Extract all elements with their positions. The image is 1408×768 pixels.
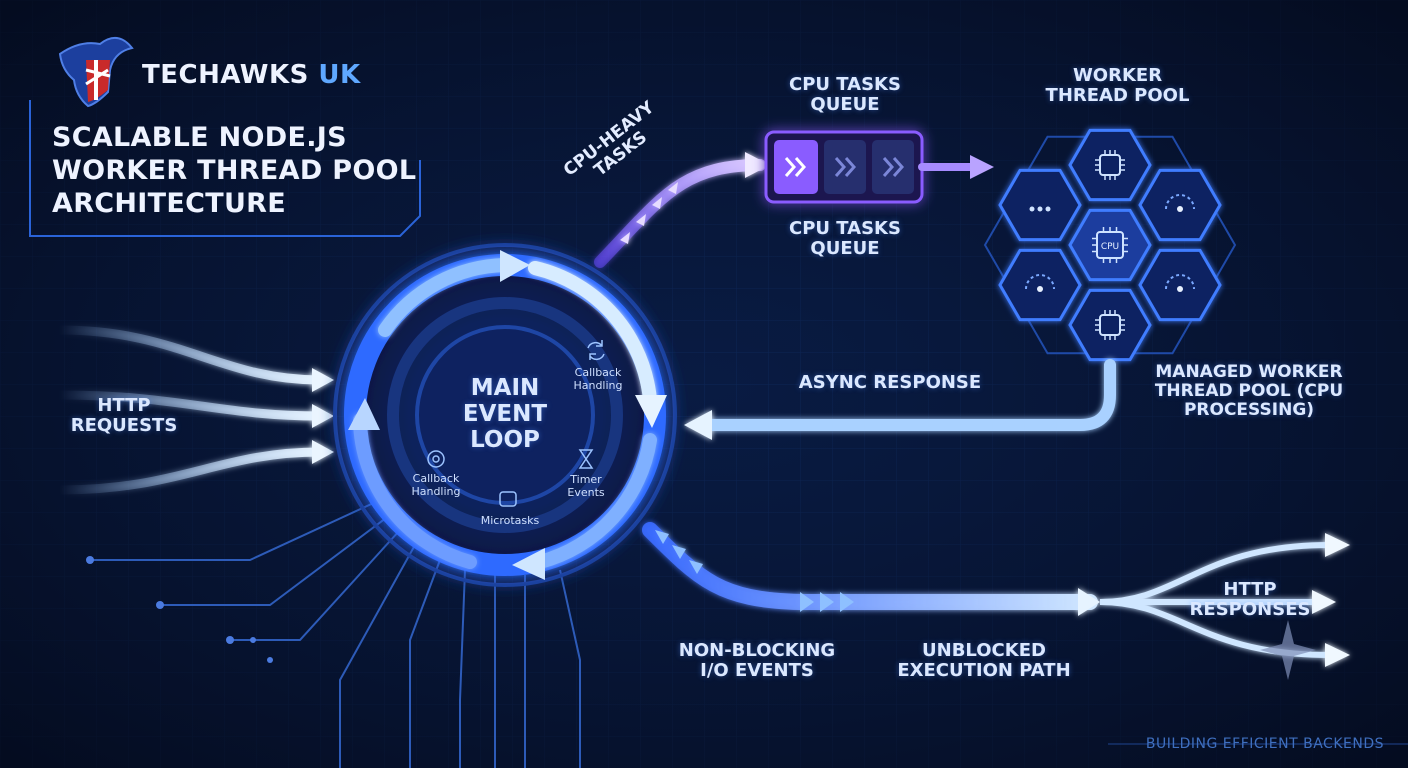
gear-icon — [427, 450, 445, 468]
hawk-logo-icon — [58, 37, 134, 108]
sparkle-icon — [1260, 620, 1316, 680]
page-title: SCALABLE NODE.JS WORKER THREAD POOL ARCH… — [52, 122, 417, 219]
phase-timer: Timer Events — [567, 473, 605, 499]
phase-callback-top: Callback Handling — [573, 366, 623, 392]
worker-pool-label: WORKER THREAD POOL — [1045, 65, 1190, 107]
worker-thread-cell-5 — [998, 248, 1082, 322]
non-blocking-label: NON-BLOCKING I/O EVENTS — [678, 640, 836, 682]
worker-thread-pool: CPU — [983, 128, 1237, 362]
dots-icon — [1045, 206, 1051, 212]
unblocked-execution-path — [642, 522, 1350, 667]
http-responses-label: HTTP RESPONSES — [1189, 579, 1311, 621]
unblocked-path-label: UNBLOCKED EXECUTION PATH — [897, 640, 1071, 682]
phase-callback-left: Callback Handling — [411, 472, 461, 498]
gauge-icon — [1165, 194, 1195, 210]
event-loop-ring — [333, 243, 677, 587]
gauge-icon — [1165, 274, 1195, 290]
cpu-tasks-queue — [764, 130, 994, 204]
worker-pool-outline — [983, 135, 1237, 355]
worker-thread-cell-1 — [1068, 128, 1152, 202]
http-request-flows — [55, 325, 334, 495]
queue-top-label: CPU TASKS QUEUE — [789, 74, 901, 116]
worker-thread-cell-3 — [1138, 168, 1222, 242]
cpu-heavy-path — [594, 152, 770, 268]
phase-microtasks: Microtasks — [480, 514, 540, 527]
queue-bottom-label: CPU TASKS QUEUE — [789, 218, 901, 260]
cpu-chip-label: CPU — [1101, 242, 1119, 252]
hourglass-icon — [578, 449, 594, 469]
async-response-path — [684, 359, 1116, 440]
worker-thread-cell-7 — [1068, 288, 1152, 362]
http-requests-label: HTTP REQUESTS — [70, 395, 178, 437]
callback-top-icon — [587, 340, 603, 349]
event-loop-label: MAIN EVENT LOOP — [462, 375, 548, 453]
footer-tagline: BUILDING EFFICIENT BACKENDS — [1145, 736, 1384, 752]
worker-thread-cell-2 — [998, 168, 1082, 242]
code-icon — [499, 491, 517, 507]
worker-thread-cell-4 — [1068, 208, 1152, 282]
brand-name: TECHAWKS UK — [142, 60, 361, 90]
dots-icon — [1029, 206, 1035, 212]
worker-thread-cell-6 — [1138, 248, 1222, 322]
managed-pool-label: MANAGED WORKER THREAD POOL (CPU PROCESSI… — [1154, 362, 1344, 421]
async-response-label: ASYNC RESPONSE — [798, 372, 982, 393]
title-frame — [29, 100, 421, 237]
dots-icon — [1037, 206, 1043, 212]
gauge-icon — [1025, 274, 1055, 290]
